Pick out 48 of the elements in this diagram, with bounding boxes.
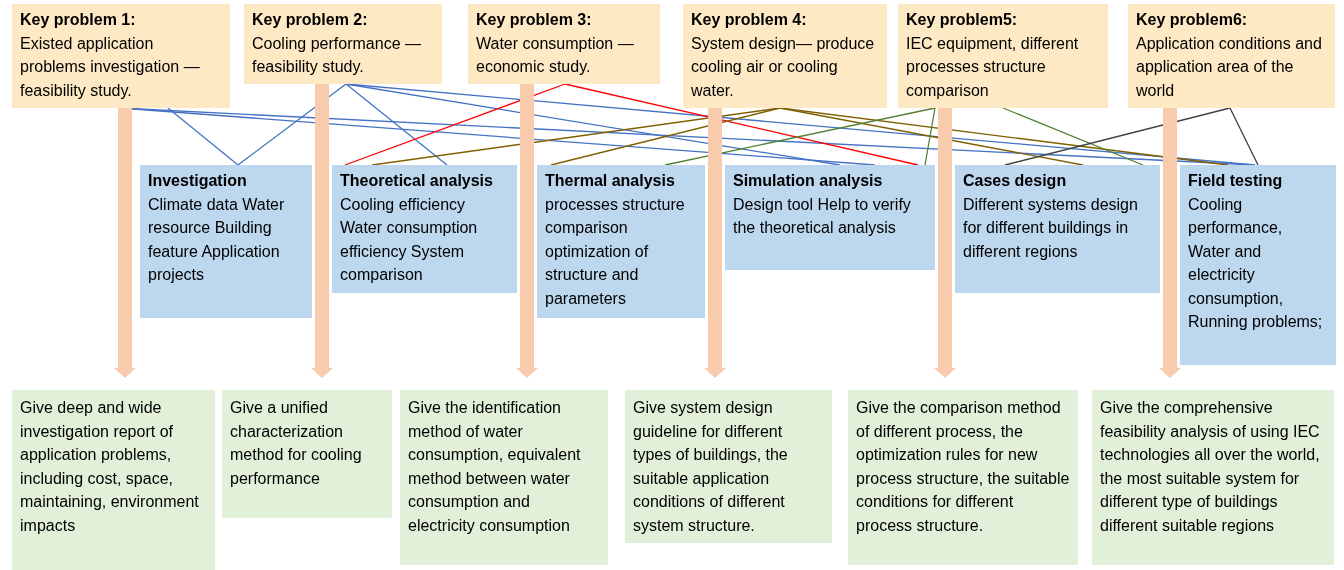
problem-box [244, 4, 442, 84]
box-text: Give the comprehensive feasibility analysis of using IEC technologies all over the world, the most suitable system for different type of buildings different suitable regions [1100, 398, 1321, 536]
box-text: Cooling efficiency Water consumption efficiency System comparison [340, 194, 479, 285]
box-heading: Theoretical analysis [340, 171, 494, 191]
box-text: Give a unified characterization method for cooling performance [230, 398, 363, 489]
box-text: System design— produce cooling air or cooling water. [691, 33, 876, 101]
box-text: Design tool Help to verify the theoretical analysis [733, 194, 912, 238]
method-box [725, 165, 935, 270]
box-text: Climate data Water resource Building feature Application projects [148, 194, 286, 285]
method-box [1180, 165, 1336, 365]
box-heading: Cases design [963, 171, 1068, 191]
box-heading: Key problem 1: [20, 10, 137, 30]
box-heading: Simulation analysis [733, 171, 884, 191]
box-heading: Key problem 3: [476, 10, 593, 30]
problem-box [683, 4, 887, 108]
problem-box [1128, 4, 1335, 108]
outcome-box [12, 390, 215, 570]
box-text: Cooling performance, Water and electricity consumption, Running problems; [1188, 194, 1324, 332]
box-text: IEC equipment, different processes structure comparison [906, 33, 1080, 101]
box-text: Application conditions and application area of the world [1136, 33, 1323, 101]
outcome-box [848, 390, 1078, 565]
method-box [140, 165, 312, 318]
box-heading: Key problem6: [1136, 10, 1249, 30]
problem-box [468, 4, 660, 84]
method-box [537, 165, 705, 318]
outcome-box [1092, 390, 1334, 565]
box-text: processes structure comparison optimization of structure and parameters [545, 194, 686, 309]
method-box [332, 165, 517, 293]
box-text: Give system design guideline for different types of buildings, the suitable application conditions of different system structure. [633, 398, 789, 536]
box-heading: Key problem 4: [691, 10, 808, 30]
box-heading: Investigation [148, 171, 248, 191]
method-box [955, 165, 1160, 293]
box-text: Give deep and wide investigation report of application problems, including cost, space, maintaining, environment impacts [20, 398, 200, 536]
box-text: Give the comparison method of different process, the optimization rules for new process structure, the suitable conditions for different process structure. [856, 398, 1070, 536]
problem-box [898, 4, 1108, 108]
box-heading: Key problem 2: [252, 10, 369, 30]
box-heading: Field testing [1188, 171, 1284, 191]
box-heading: Thermal analysis [545, 171, 676, 191]
box-text: Cooling performance —feasibility study. [252, 33, 422, 77]
outcome-box [400, 390, 608, 565]
box-text: Give the identification method of water consumption, equivalent method between water consumption and electricity consumption [408, 398, 582, 536]
box-text: Water consumption —economic study. [476, 33, 635, 77]
outcome-box [625, 390, 832, 543]
problem-box [12, 4, 230, 108]
box-heading: Key problem5: [906, 10, 1019, 30]
box-text: Different systems design for different buildings in different regions [963, 194, 1139, 262]
outcome-box [222, 390, 392, 518]
box-text: Existed application problems investigation —feasibility study. [20, 33, 201, 101]
